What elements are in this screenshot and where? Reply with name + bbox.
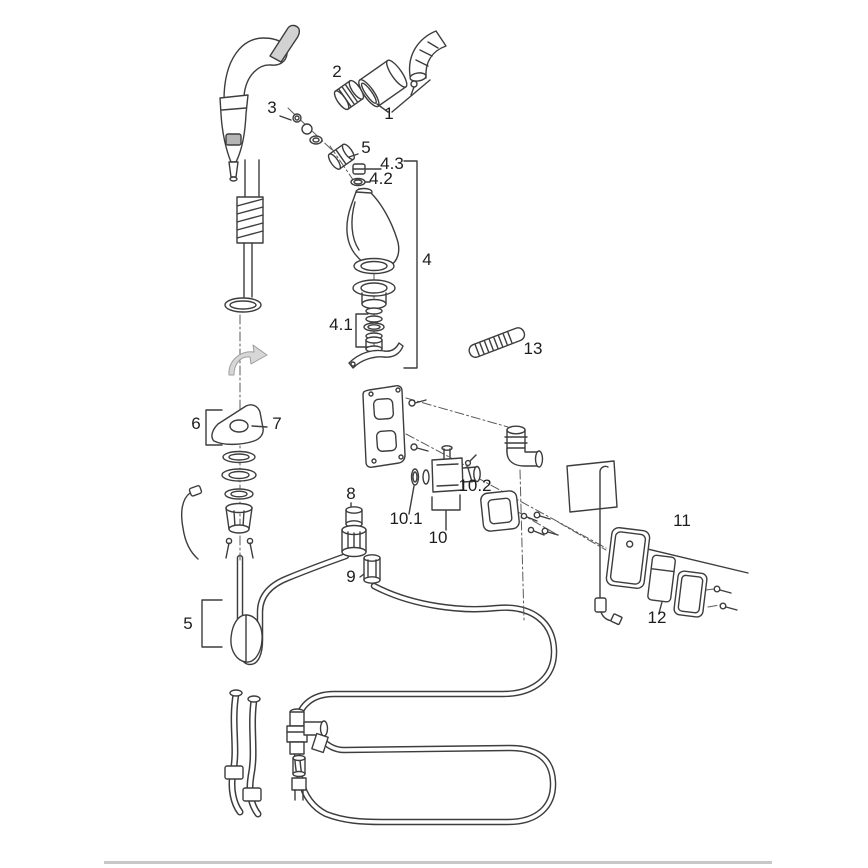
part-5-upper-fitting (327, 143, 355, 170)
template-sheet (566, 460, 618, 513)
sensor-cable (181, 485, 203, 560)
cable-connector (594, 597, 607, 613)
callout-6: 6 (191, 414, 200, 433)
spanner-tool (348, 342, 404, 369)
docked-spray-head (219, 94, 249, 163)
module-cover (673, 570, 708, 618)
part-2-ring (333, 79, 365, 111)
callout-13: 13 (524, 339, 543, 358)
part-4-2-washer (350, 177, 371, 187)
hose-nipple-9 (359, 554, 381, 584)
part-4-3-nut (352, 163, 382, 175)
callout-5-lower: 5 (183, 614, 192, 633)
callout-3: 3 (267, 98, 276, 117)
part-1-sleeve (358, 59, 408, 108)
callout-7: 7 (272, 414, 281, 433)
callout-10-2: 10.2 (458, 476, 491, 495)
bracket-6 (205, 409, 223, 446)
tip-screw (410, 80, 418, 88)
hose-weight (230, 614, 263, 663)
callout-4-1: 4.1 (329, 315, 353, 334)
cleaning-tool-13 (468, 327, 526, 358)
callout-10-1: 10.1 (389, 509, 422, 528)
callout-labels: 2 1 3 5 4.3 4.2 4 4.1 13 6 7 8 10.2 10.1… (183, 62, 691, 633)
callout-10: 10 (429, 528, 448, 547)
callout-2: 2 (332, 62, 341, 81)
footer-rule (104, 861, 772, 864)
pullout-hose-loop (293, 582, 558, 826)
callout-4-3: 4.3 (380, 154, 404, 173)
bracket-4-1 (355, 313, 369, 348)
callout-8: 8 (346, 484, 355, 503)
callout-4: 4 (422, 250, 431, 269)
callout-12: 12 (648, 608, 667, 627)
mousseur-flange (352, 279, 396, 315)
mounting-clamp (480, 490, 545, 536)
bracket-5-lower (201, 599, 223, 648)
part-4-1-stack (363, 315, 385, 353)
valve-assembly-10 (408, 445, 481, 531)
callout-9: 9 (346, 567, 355, 586)
callout-1: 1 (384, 104, 393, 123)
callout-4-2: 4.2 (369, 169, 393, 188)
swivel-arrow (228, 344, 268, 376)
supply-hoses (224, 689, 262, 818)
elbow-fitting (504, 425, 544, 468)
callout-5-upper: 5 (361, 138, 370, 157)
mounting-plate (362, 385, 429, 468)
spray-head-part-4 (346, 187, 400, 275)
part-3-check-valve-bits (279, 113, 323, 145)
control-module-11 (533, 465, 749, 626)
battery-part-12 (647, 554, 676, 603)
bracket-4 (403, 160, 418, 369)
check-valve-assembly (286, 708, 329, 801)
spout-tip (408, 30, 447, 96)
escutcheon-part-7 (211, 404, 268, 446)
faucet-assembly (219, 24, 301, 313)
lever-handle (269, 24, 301, 63)
callout-11: 11 (673, 511, 691, 530)
threaded-shank (236, 196, 264, 244)
hose-connector-8 (341, 502, 367, 558)
mounting-washers (221, 450, 257, 559)
